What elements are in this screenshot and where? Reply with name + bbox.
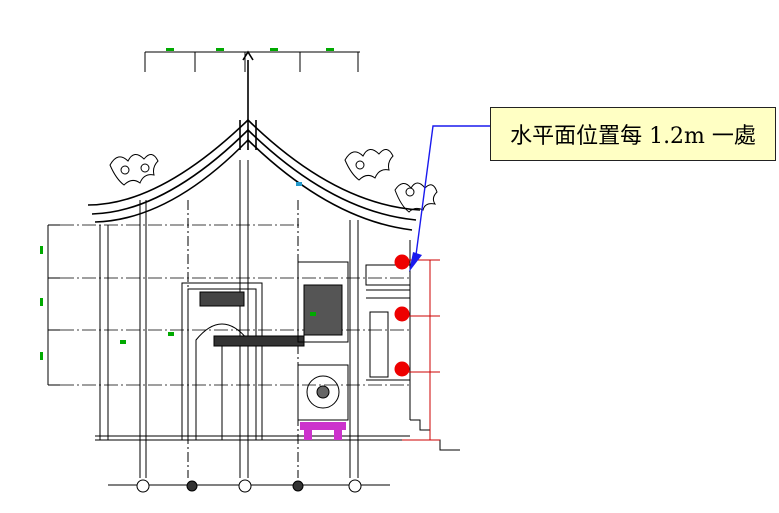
red-marker	[394, 254, 410, 270]
left-dimension-ticks	[40, 246, 43, 360]
callout-text: 水平面位置每 1.2m 一處	[510, 124, 756, 149]
side-carving	[365, 264, 411, 381]
top-dimension-line	[144, 51, 360, 72]
doorway	[181, 282, 305, 441]
red-marker	[394, 361, 410, 377]
red-dimension-lines	[402, 259, 440, 441]
horizontal-grid	[60, 224, 410, 386]
left-dimension-line	[47, 224, 60, 386]
walls	[95, 225, 411, 441]
window-panel	[297, 261, 349, 421]
steps	[410, 419, 460, 451]
top-dimension-ticks	[166, 48, 334, 51]
roof-ornament-right	[344, 149, 438, 213]
callout-box: 水平面位置每 1.2m 一處	[490, 107, 776, 161]
arrow-head	[409, 252, 422, 272]
grid-axis-markers	[108, 479, 390, 493]
dimension-labels	[120, 182, 316, 344]
red-marker	[394, 306, 410, 322]
callout-leader-arrow	[415, 125, 490, 256]
column-base	[300, 422, 346, 440]
roof-ornament-left	[109, 154, 159, 186]
roof	[87, 50, 421, 231]
